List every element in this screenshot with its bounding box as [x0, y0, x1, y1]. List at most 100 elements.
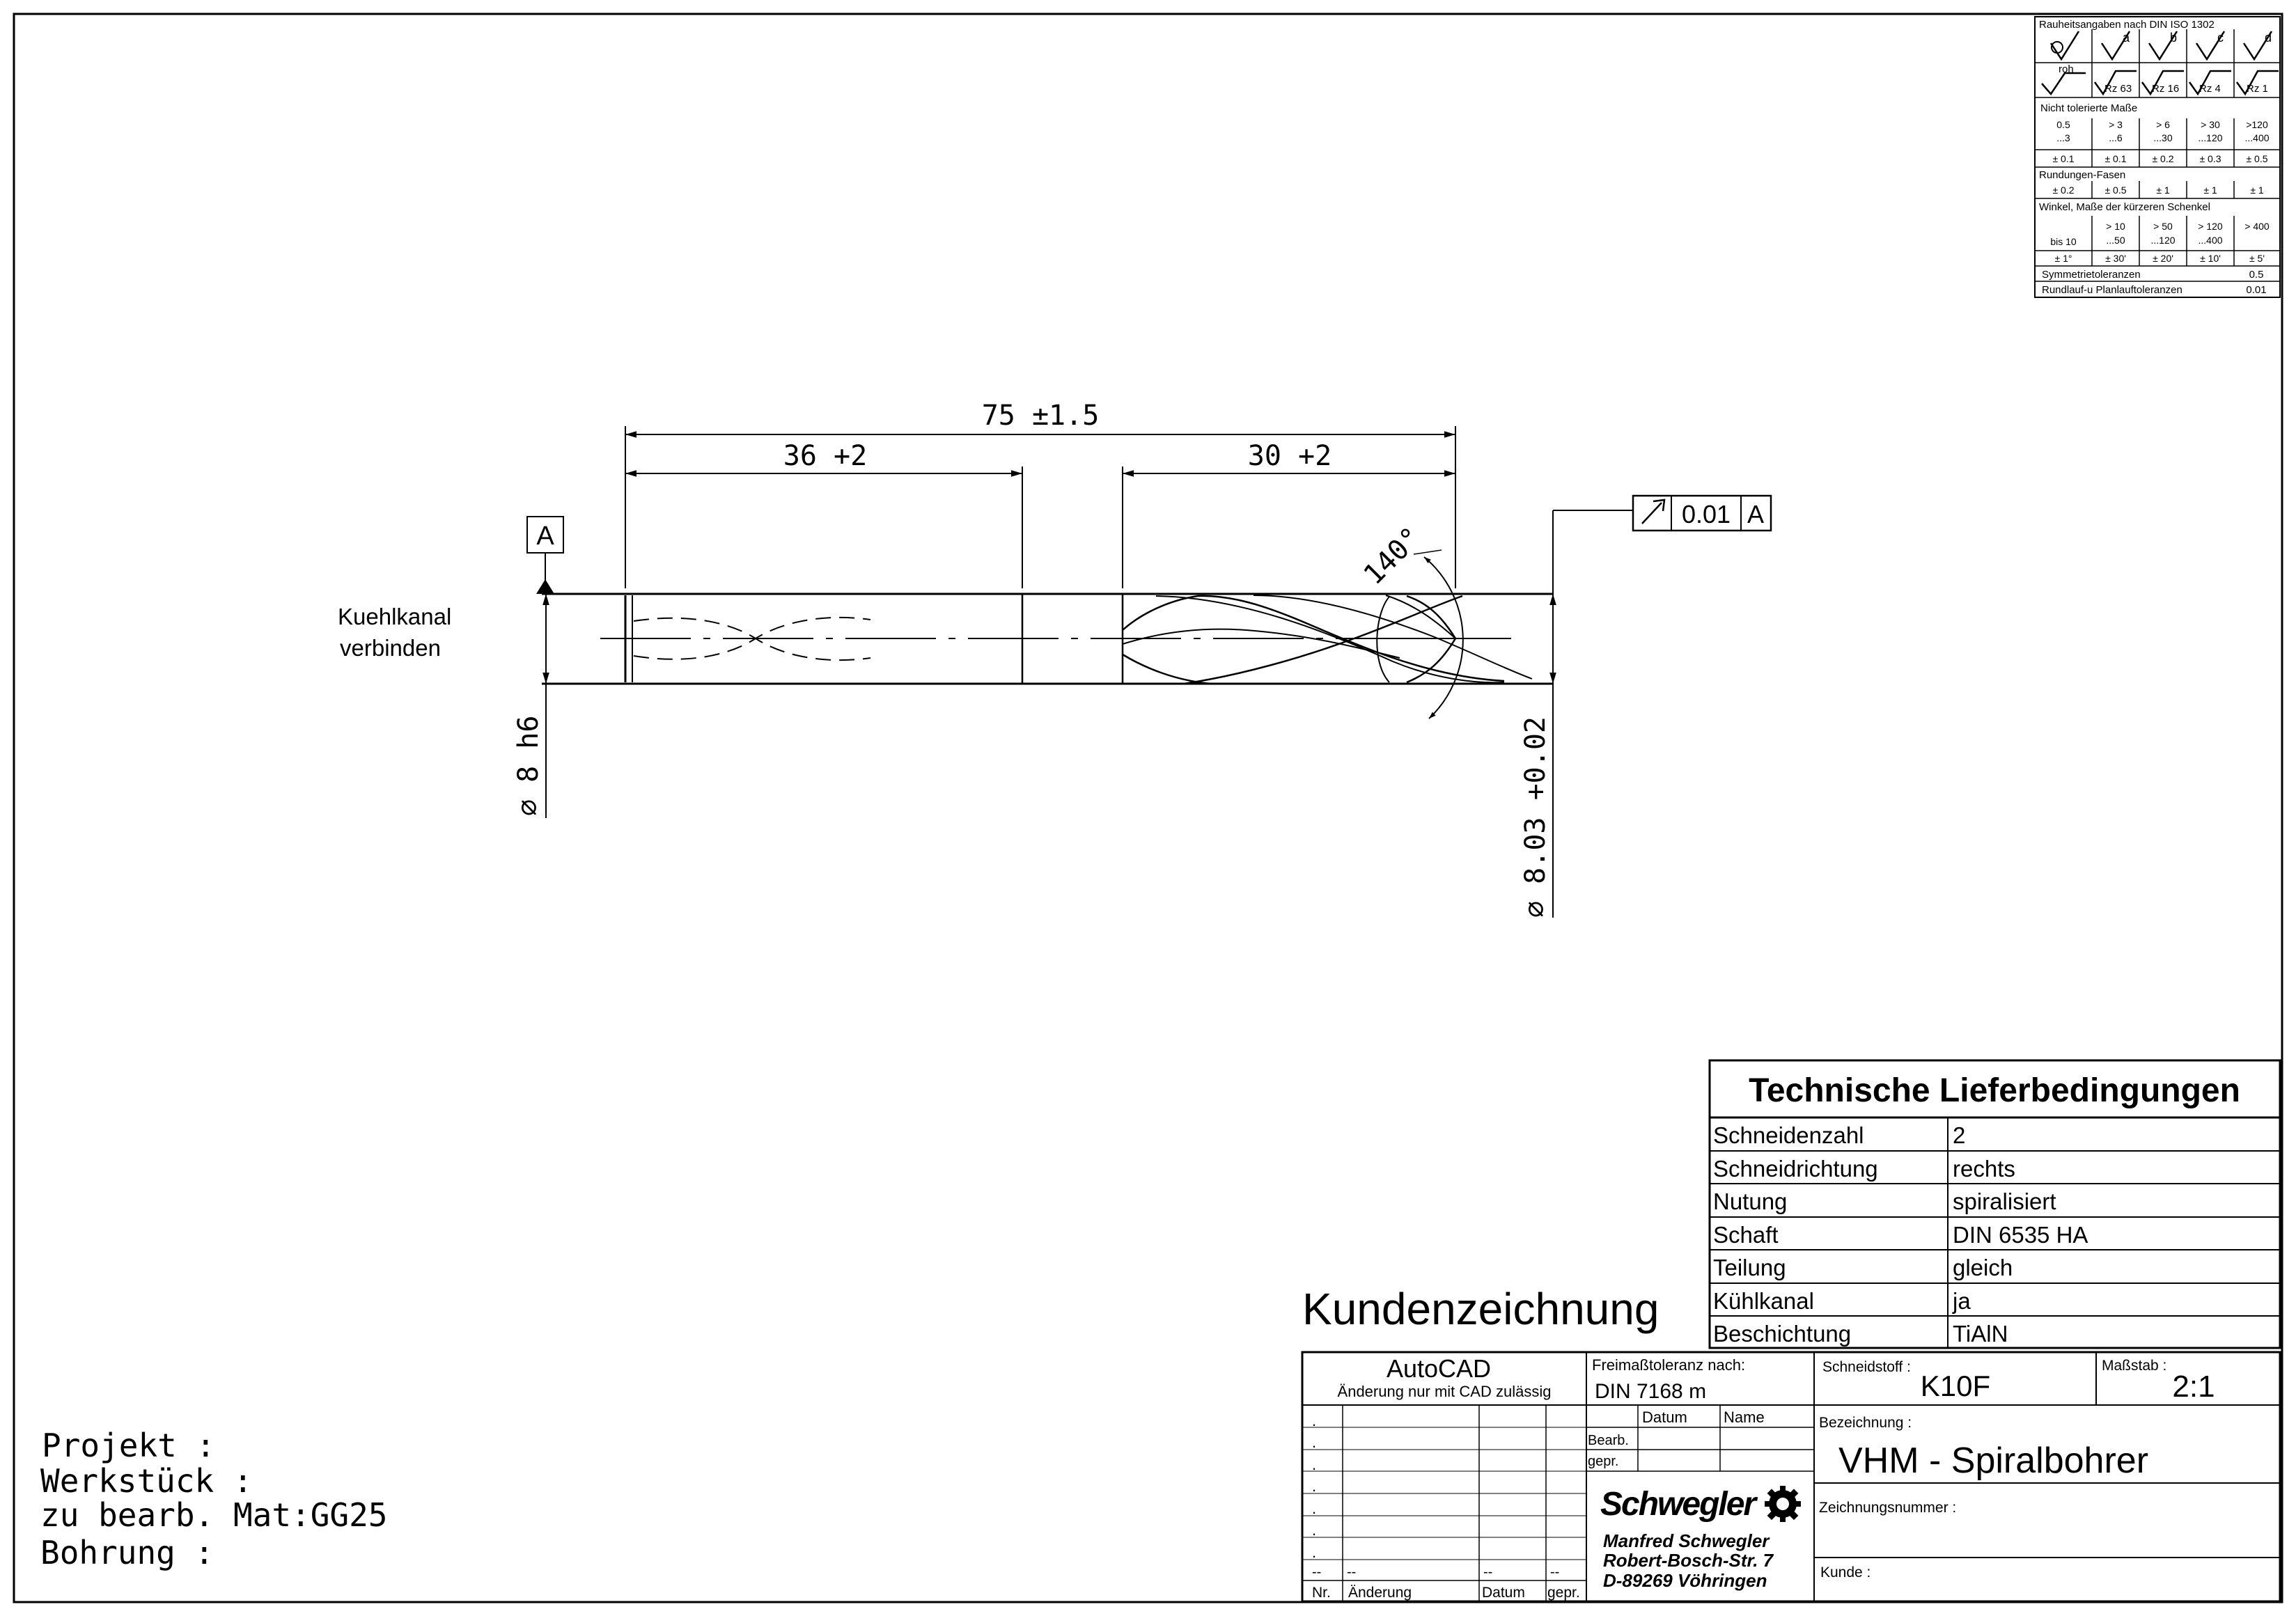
massstab-value: 2:1 — [2172, 1370, 2215, 1404]
schneidstoff-value: K10F — [1921, 1370, 1990, 1402]
rz-value-a: Rz 63 — [2104, 83, 2132, 95]
delivery-row-label: Nutung — [1713, 1189, 1787, 1214]
delivery-conditions-table — [1708, 1059, 2281, 1349]
werkstueck-label: Werkstück : — [40, 1462, 253, 1500]
roughness-letter-a: a — [2123, 31, 2130, 45]
range-tolerance: ± 0.2 — [2152, 153, 2173, 164]
delivery-row-label: Teilung — [1713, 1255, 1786, 1280]
autocad-label: AutoCAD — [1387, 1354, 1491, 1383]
delivery-row-label: Schaft — [1713, 1222, 1779, 1248]
angle-range-bottom: ...400 — [2198, 235, 2222, 246]
tolerance-table-texts: Rauheitsangaben nach DIN ISO 1302 a b c … — [2039, 19, 2279, 296]
rev-dash: -- — [1483, 1564, 1492, 1580]
bezeichnung-value: VHM - Spiralbohrer — [1838, 1441, 2148, 1481]
delivery-row-value: DIN 6535 HA — [1953, 1222, 2088, 1248]
range-bottom: ...30 — [2153, 132, 2172, 143]
dim-flute-length: 30 +2 — [1248, 440, 1331, 472]
schwegler-logo: Schwegler — [1600, 1486, 1801, 1523]
angle-tolerance: ± 30' — [2105, 253, 2126, 264]
rev-dash: -- — [1347, 1564, 1356, 1580]
delivery-row-label: Schneidrichtung — [1713, 1156, 1878, 1182]
note-coolant-line2: verbinden — [340, 635, 441, 661]
kundenzeichnung-title: Kundenzeichnung — [1302, 1284, 1659, 1334]
dim-point-angle: 140° — [1358, 521, 1428, 591]
delivery-row-label: Kühlkanal — [1713, 1288, 1814, 1314]
zeichnungsnummer-label: Zeichnungsnummer : — [1819, 1500, 1956, 1516]
runout-datum: A — [1747, 500, 1764, 528]
logo-wordmark: Schwegler — [1600, 1486, 1758, 1523]
angle-tolerance: ± 1° — [2055, 253, 2072, 264]
bearb-label: Bearb. — [1588, 1433, 1629, 1448]
circular-runout-icon — [1641, 499, 1666, 524]
delivery-conditions-texts: Technische Lieferbedingungen Schneidenza… — [1713, 1072, 2240, 1347]
range-tolerance: ± 0.5 — [2246, 153, 2267, 164]
freimass-value: DIN 7168 m — [1595, 1380, 1706, 1403]
range-top: > 3 — [2109, 119, 2123, 130]
angle-range-top: > 10 — [2106, 221, 2125, 232]
rev-dot: . — [1312, 1434, 1316, 1451]
rev-dash: -- — [1550, 1564, 1559, 1580]
dim-shank-diameter: ⌀ 8 h6 — [513, 716, 545, 817]
angle-range-top: > 50 — [2153, 221, 2173, 232]
range-bottom: ...6 — [2109, 132, 2123, 143]
rz-value-c: Rz 4 — [2199, 83, 2221, 95]
gear-icon — [1765, 1486, 1801, 1522]
kunde-label: Kunde : — [1820, 1564, 1871, 1580]
range-tolerance: ± 0.1 — [2052, 153, 2074, 164]
drill-view — [542, 549, 1553, 719]
runout-control-frame: 0.01 A — [1632, 494, 1772, 532]
massstab-label: Maßstab : — [2102, 1358, 2166, 1374]
symmetry-label: Symmetrietoleranzen — [2042, 269, 2141, 281]
company-street: Robert-Bosch-Str. 7 — [1603, 1550, 1774, 1571]
range-top: 0.5 — [2056, 119, 2070, 130]
bezeichnung-label: Bezeichnung : — [1819, 1415, 1912, 1431]
range-tolerance: ± 0.3 — [2199, 153, 2221, 164]
angle-tolerance: ± 20' — [2153, 253, 2173, 264]
rounding-tolerance: ± 1 — [2250, 185, 2264, 196]
autocad-note: Änderung nur mit CAD zulässig — [1338, 1383, 1552, 1400]
dimension-lines — [542, 426, 1633, 918]
delivery-row-value: TiAlN — [1953, 1321, 2008, 1347]
angle-range-bottom: bis 10 — [2050, 236, 2077, 247]
delivery-row-label: Schneidenzahl — [1713, 1122, 1864, 1148]
rounding-tolerance: ± 1 — [2156, 185, 2170, 196]
rz-value-b: Rz 16 — [2152, 83, 2179, 95]
rev-dot: . — [1312, 1500, 1316, 1517]
name-header: Name — [1724, 1409, 1765, 1426]
gepr-label: gepr. — [1588, 1454, 1618, 1469]
angle-range-bottom: ...120 — [2150, 235, 2175, 246]
rev-nr-header: Nr. — [1312, 1585, 1331, 1601]
range-bottom: ...120 — [2198, 132, 2222, 143]
tolerance-table — [2034, 16, 2281, 298]
rev-gepr-header: gepr. — [1547, 1585, 1580, 1601]
sheet-border — [13, 13, 2283, 1603]
title-block-texts: AutoCAD Änderung nur mit CAD zulässig Fr… — [1312, 1354, 2215, 1601]
delivery-row-label: Beschichtung — [1713, 1321, 1851, 1347]
angle-range-bottom: ...50 — [2106, 235, 2125, 246]
dim-shank-length: 36 +2 — [783, 440, 867, 472]
roughness-letter-c: c — [2217, 31, 2224, 45]
rounding-title: Rundungen-Fasen — [2039, 169, 2125, 181]
rev-dot: . — [1312, 1521, 1316, 1539]
angle-tolerance: ± 10' — [2200, 253, 2221, 264]
symmetry-value: 0.5 — [2249, 269, 2264, 281]
range-bottom: ...3 — [2056, 132, 2070, 143]
angle-range-top: > 400 — [2244, 221, 2270, 232]
delivery-row-value: ja — [1952, 1288, 1971, 1314]
freimass-label: Freimaßtoleranz nach: — [1592, 1356, 1745, 1374]
datum-header: Datum — [1642, 1409, 1687, 1426]
roughness-roh: roh — [2059, 63, 2074, 75]
rev-dot: . — [1312, 1477, 1316, 1495]
delivery-row-value: gleich — [1953, 1255, 2013, 1280]
roughness-title: Rauheitsangaben nach DIN ISO 1302 — [2039, 19, 2215, 31]
angle-title: Winkel, Maße der kürzeren Schenkel — [2039, 201, 2210, 213]
delivery-row-value: 2 — [1953, 1122, 1965, 1148]
dim-overall-length: 75 ±1.5 — [982, 400, 1100, 432]
angle-tolerance: ± 5' — [2249, 253, 2265, 264]
company-name: Manfred Schwegler — [1603, 1530, 1770, 1551]
range-top: > 30 — [2201, 119, 2220, 130]
rounding-tolerance: ± 0.2 — [2052, 185, 2074, 196]
delivery-row-value: spiralisiert — [1953, 1189, 2056, 1214]
rev-dot: . — [1312, 1412, 1316, 1429]
